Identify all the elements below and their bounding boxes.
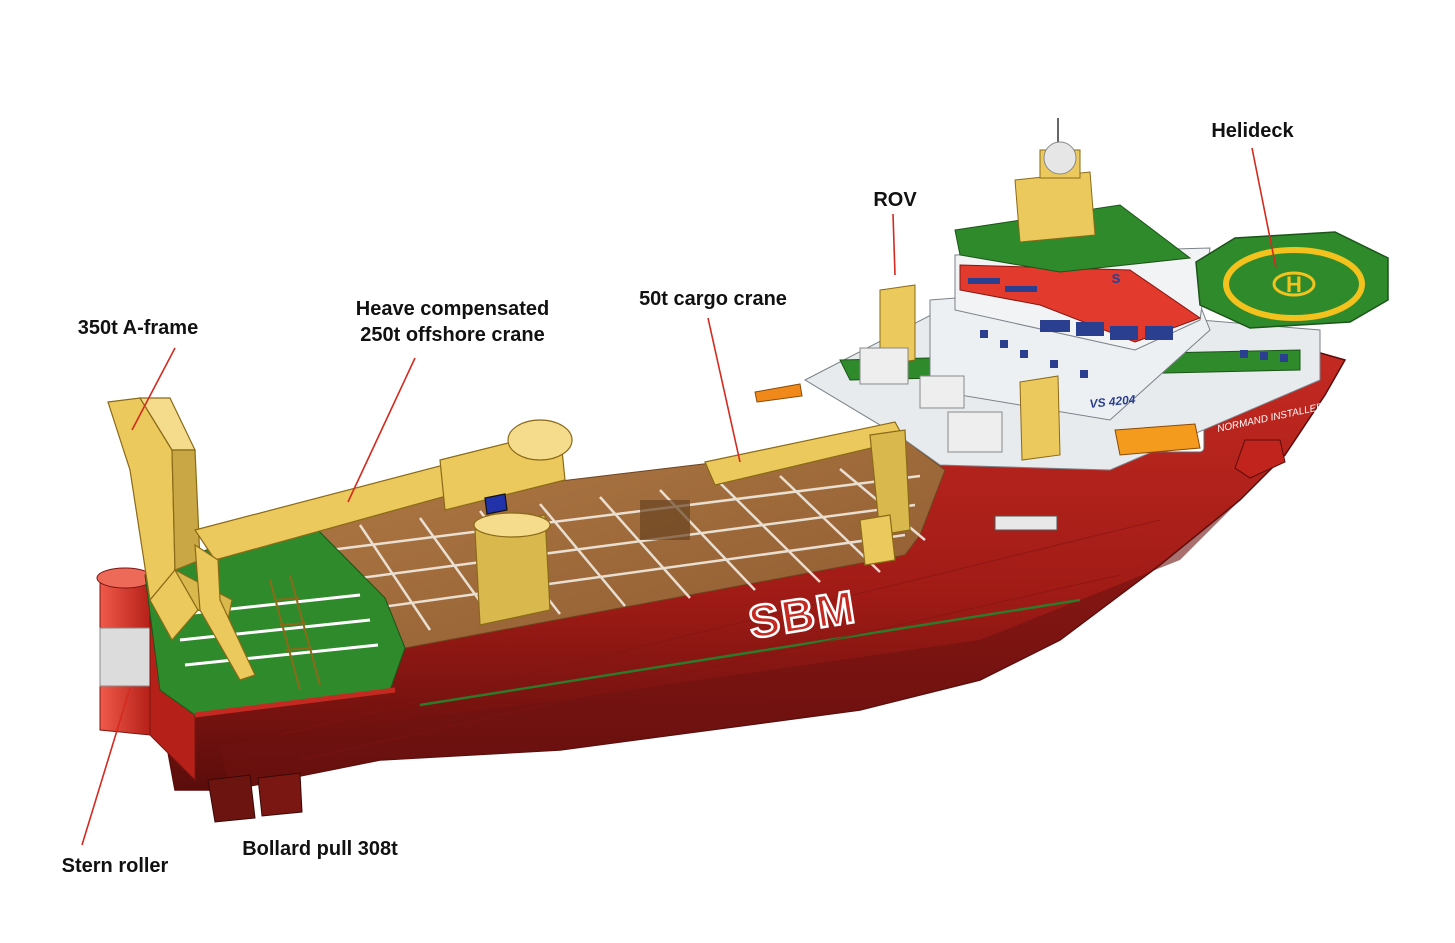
funnel-mark: S [1112, 271, 1121, 286]
label-rov-text: ROV [873, 189, 917, 211]
leader-helideck [1251, 147, 1277, 269]
cargo-crane [704, 421, 911, 566]
label-offshore-crane: Heave compensated 250t offshore crane [330, 296, 575, 348]
a-frame [107, 397, 233, 642]
leader-cargo-crane [707, 317, 741, 463]
label-bollard-pull-text: Bollard pull 308t [242, 838, 398, 860]
main-deck [298, 439, 946, 649]
offshore-crane [194, 419, 573, 691]
label-cargo-crane-text: 50t cargo crane [639, 288, 787, 310]
rov-system [859, 284, 1061, 461]
radome [1043, 141, 1077, 175]
label-stern-roller: Stern roller [40, 853, 190, 879]
label-helideck: Helideck [1195, 118, 1310, 144]
label-offshore-crane-line2: 250t offshore crane [360, 324, 545, 346]
label-bollard-pull: Bollard pull 308t [225, 836, 415, 862]
label-stern-roller-text: Stern roller [61, 855, 169, 877]
leader-a-frame [131, 347, 176, 431]
label-cargo-crane: 50t cargo crane [618, 286, 808, 312]
lifeboat [1114, 423, 1201, 456]
leader-lines [81, 147, 1277, 846]
label-rov: ROV [860, 187, 930, 213]
leader-stern-roller [81, 687, 131, 846]
hull-number: VS 4204 [1089, 392, 1137, 411]
leader-offshore-crane [347, 357, 416, 503]
label-helideck-text: Helideck [1211, 120, 1294, 142]
label-offshore-crane-line1: Heave compensated [355, 298, 550, 320]
helipad-h: H [1286, 272, 1302, 297]
leader-rov [892, 213, 896, 276]
helideck-platform [1195, 231, 1389, 329]
label-a-frame: 350t A-frame [58, 315, 218, 341]
superstructure [754, 118, 1321, 471]
label-a-frame-text: 350t A-frame [77, 317, 199, 339]
